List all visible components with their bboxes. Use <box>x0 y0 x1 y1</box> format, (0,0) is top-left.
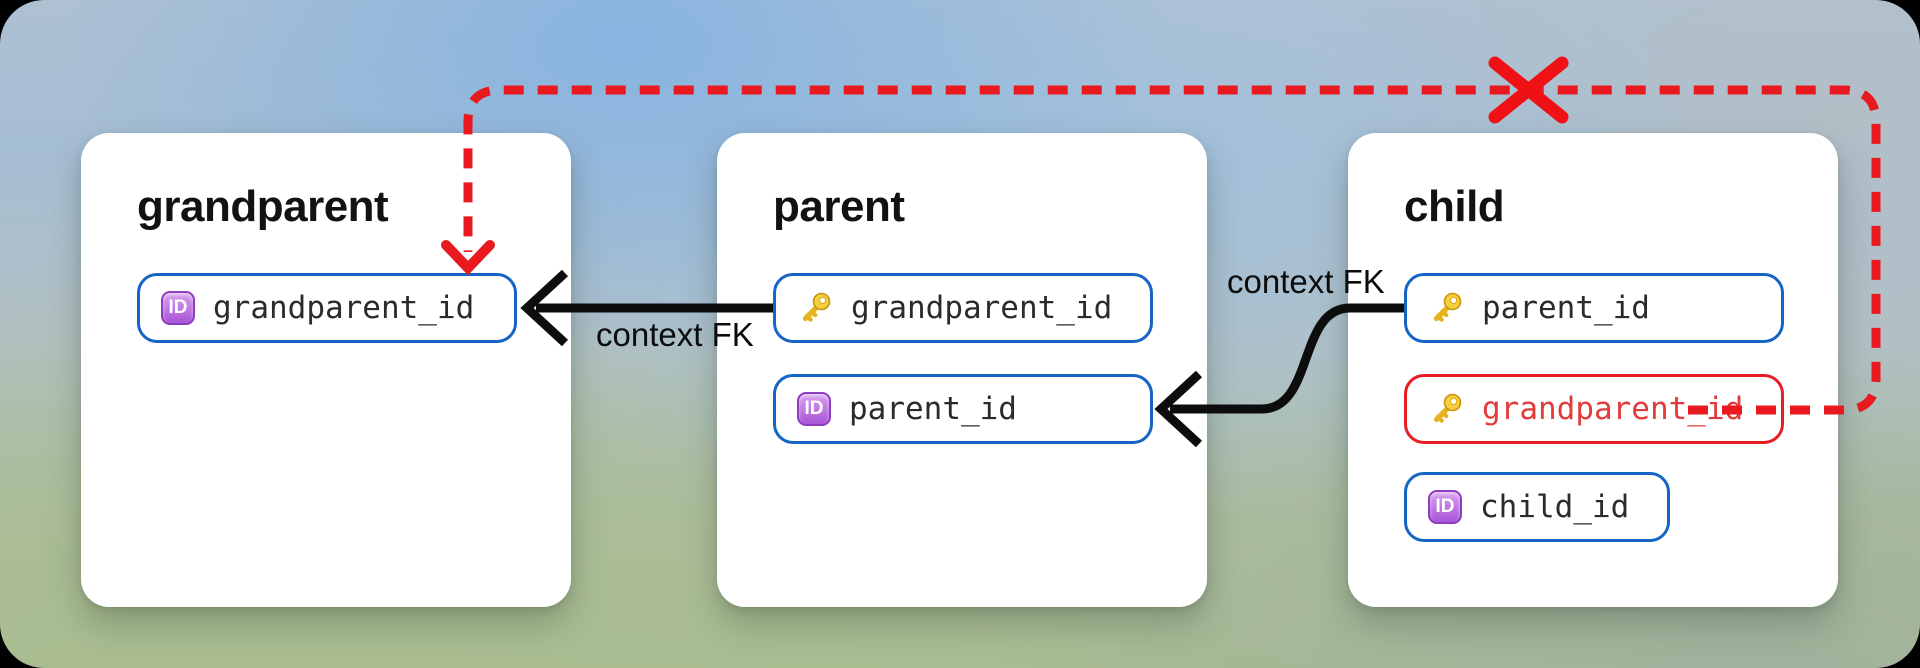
key-icon <box>1433 292 1462 322</box>
field-label: grandparent_id <box>851 290 1113 326</box>
field-pill-child-parent-id: parent_id <box>1404 273 1784 343</box>
field-pill-child-child-id: ID child_id <box>1404 472 1670 542</box>
field-pill-parent-parent-id: ID parent_id <box>773 374 1153 444</box>
table-card-parent: parent grandparent_id ID parent_id <box>717 133 1207 607</box>
field-label: parent_id <box>849 391 1017 427</box>
key-icon <box>1433 393 1462 423</box>
field-label: grandparent_id <box>1482 391 1744 427</box>
field-label: grandparent_id <box>213 290 475 326</box>
id-badge-icon: ID <box>161 291 195 325</box>
id-badge-icon: ID <box>1428 490 1462 524</box>
field-pill-parent-grandparent-id: grandparent_id <box>773 273 1153 343</box>
table-card-grandparent: grandparent ID grandparent_id <box>81 133 571 607</box>
table-card-child: child parent_id grandparent_id ID <box>1348 133 1838 607</box>
field-pill-child-grandparent-id-invalid: grandparent_id <box>1404 374 1784 444</box>
field-label: child_id <box>1480 489 1630 525</box>
key-icon <box>802 292 831 322</box>
id-badge-icon: ID <box>797 392 831 426</box>
field-pill-grandparent-grandparent-id: ID grandparent_id <box>137 273 517 343</box>
field-label: parent_id <box>1482 290 1650 326</box>
edge-label-context-fk-2: context FK <box>1227 263 1385 300</box>
x-mark-icon <box>1488 56 1569 124</box>
edge-label-context-fk-1: context FK <box>596 316 754 353</box>
table-title-grandparent: grandparent <box>137 182 389 231</box>
table-title-parent: parent <box>773 182 905 231</box>
table-title-child: child <box>1404 182 1505 231</box>
